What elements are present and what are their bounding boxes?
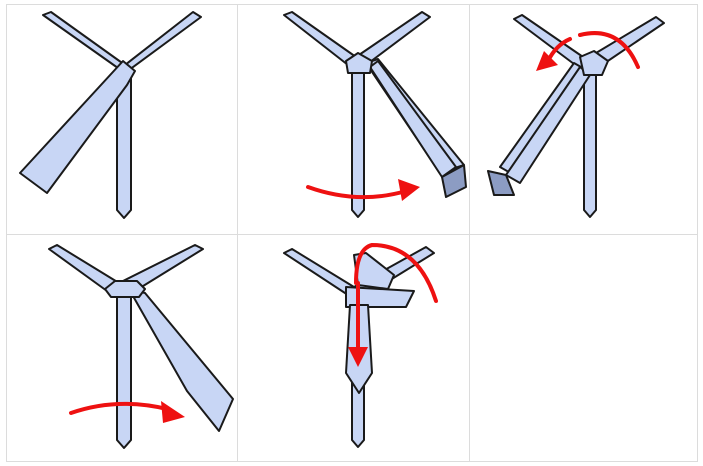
step-1-illustration bbox=[7, 5, 239, 236]
across-arrowhead bbox=[161, 401, 185, 423]
wide-blade-front bbox=[370, 61, 456, 177]
tie-instruction-grid bbox=[6, 4, 698, 462]
step-3-illustration bbox=[470, 5, 699, 236]
step-2-illustration bbox=[238, 5, 471, 236]
wide-blade bbox=[129, 289, 233, 431]
step-4-illustration bbox=[7, 235, 239, 463]
knot bbox=[105, 281, 145, 297]
narrow-blade bbox=[584, 75, 596, 217]
step-5-panel bbox=[237, 234, 470, 462]
wrap-arrowhead bbox=[398, 179, 420, 201]
step-4-panel bbox=[6, 234, 238, 462]
empty-panel bbox=[469, 234, 698, 462]
step-3-panel bbox=[469, 4, 698, 235]
step-5-illustration bbox=[238, 235, 471, 463]
step-1-panel bbox=[6, 4, 238, 235]
step-2-panel bbox=[237, 4, 470, 235]
wide-blade-front bbox=[506, 67, 590, 183]
narrow-blade bbox=[117, 297, 131, 448]
